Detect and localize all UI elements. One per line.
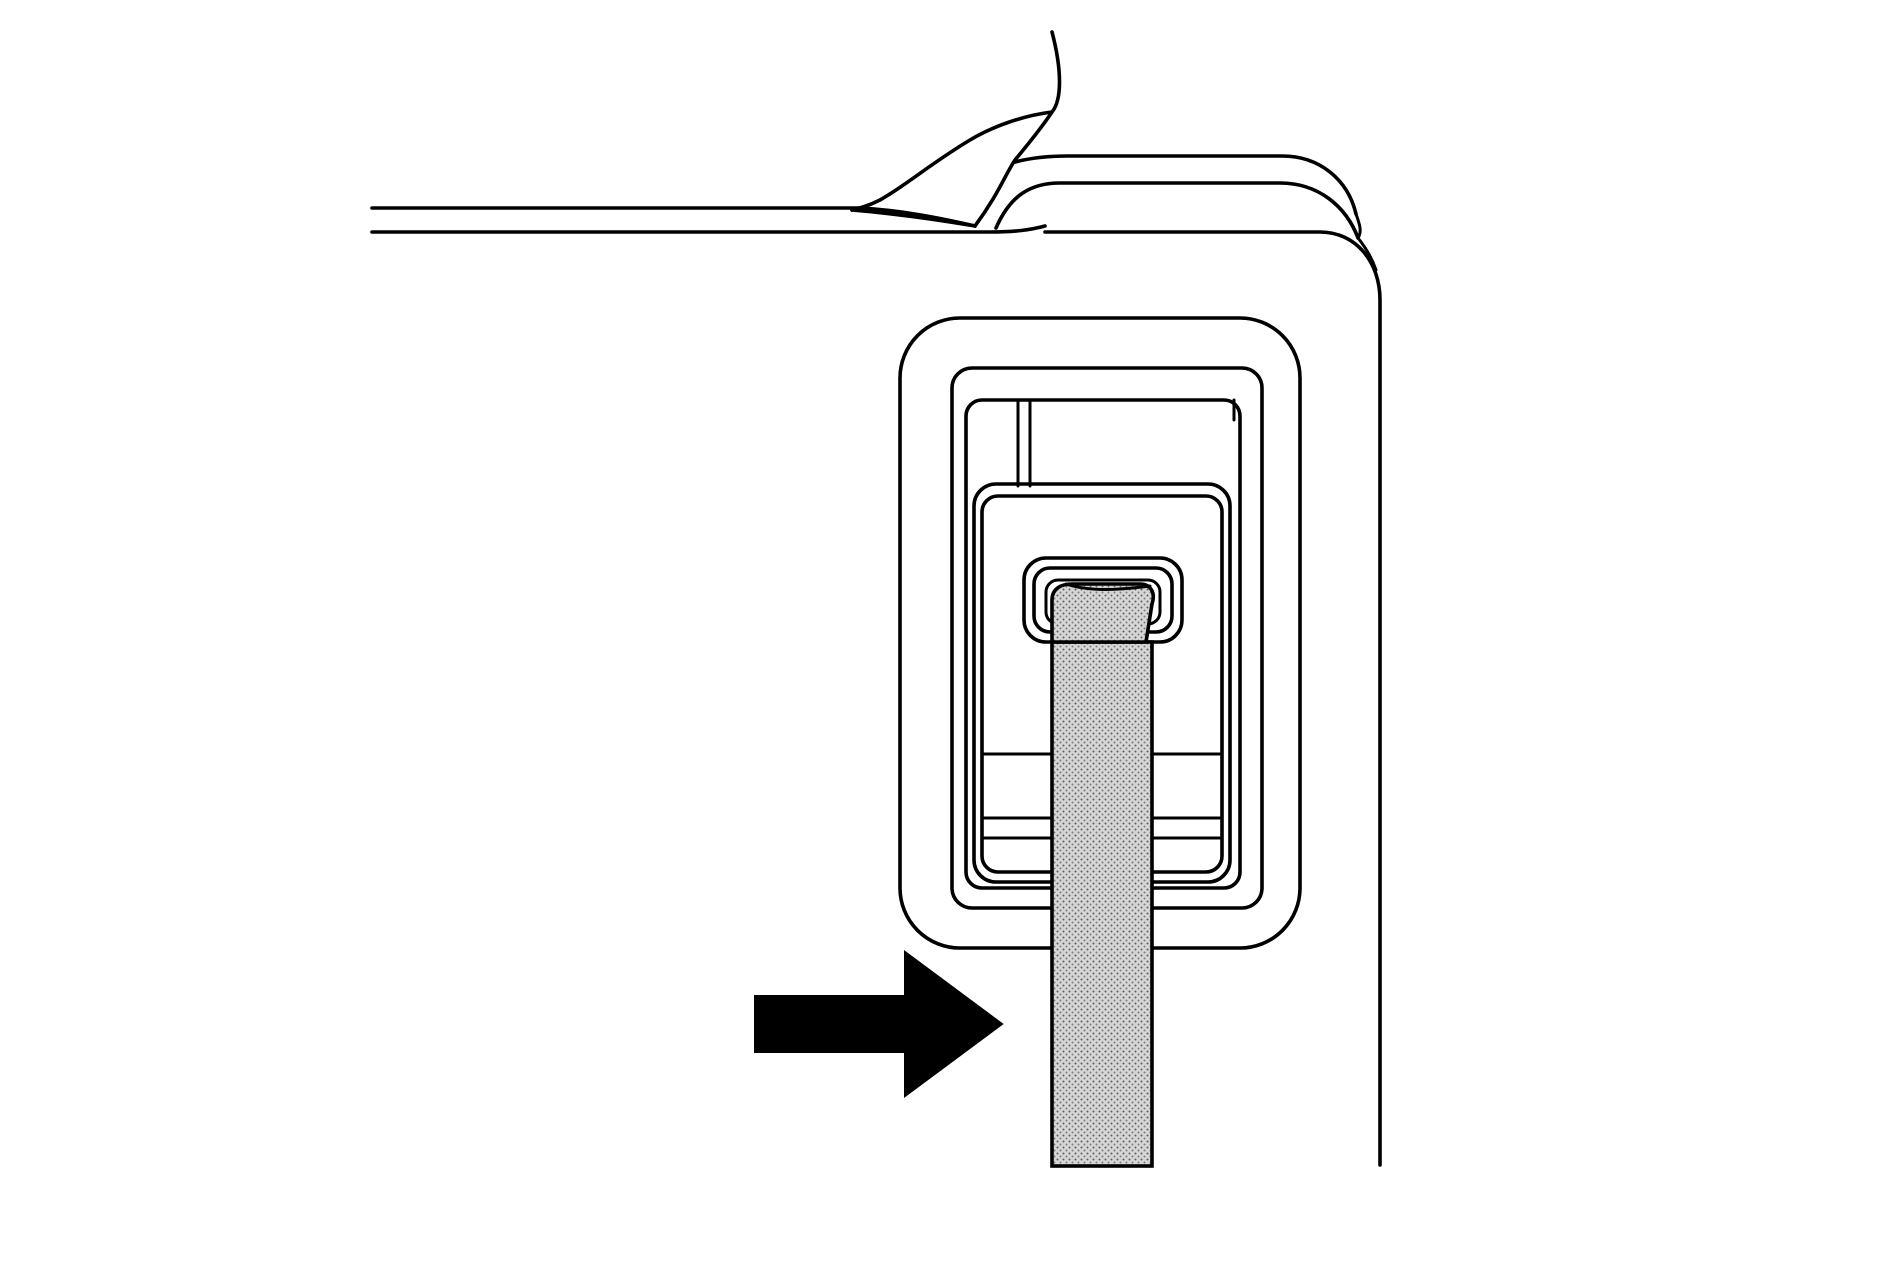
strap xyxy=(1050,582,1156,1168)
arrow-right-icon xyxy=(754,950,1004,1098)
seat-cushion-outline xyxy=(370,30,1382,1167)
